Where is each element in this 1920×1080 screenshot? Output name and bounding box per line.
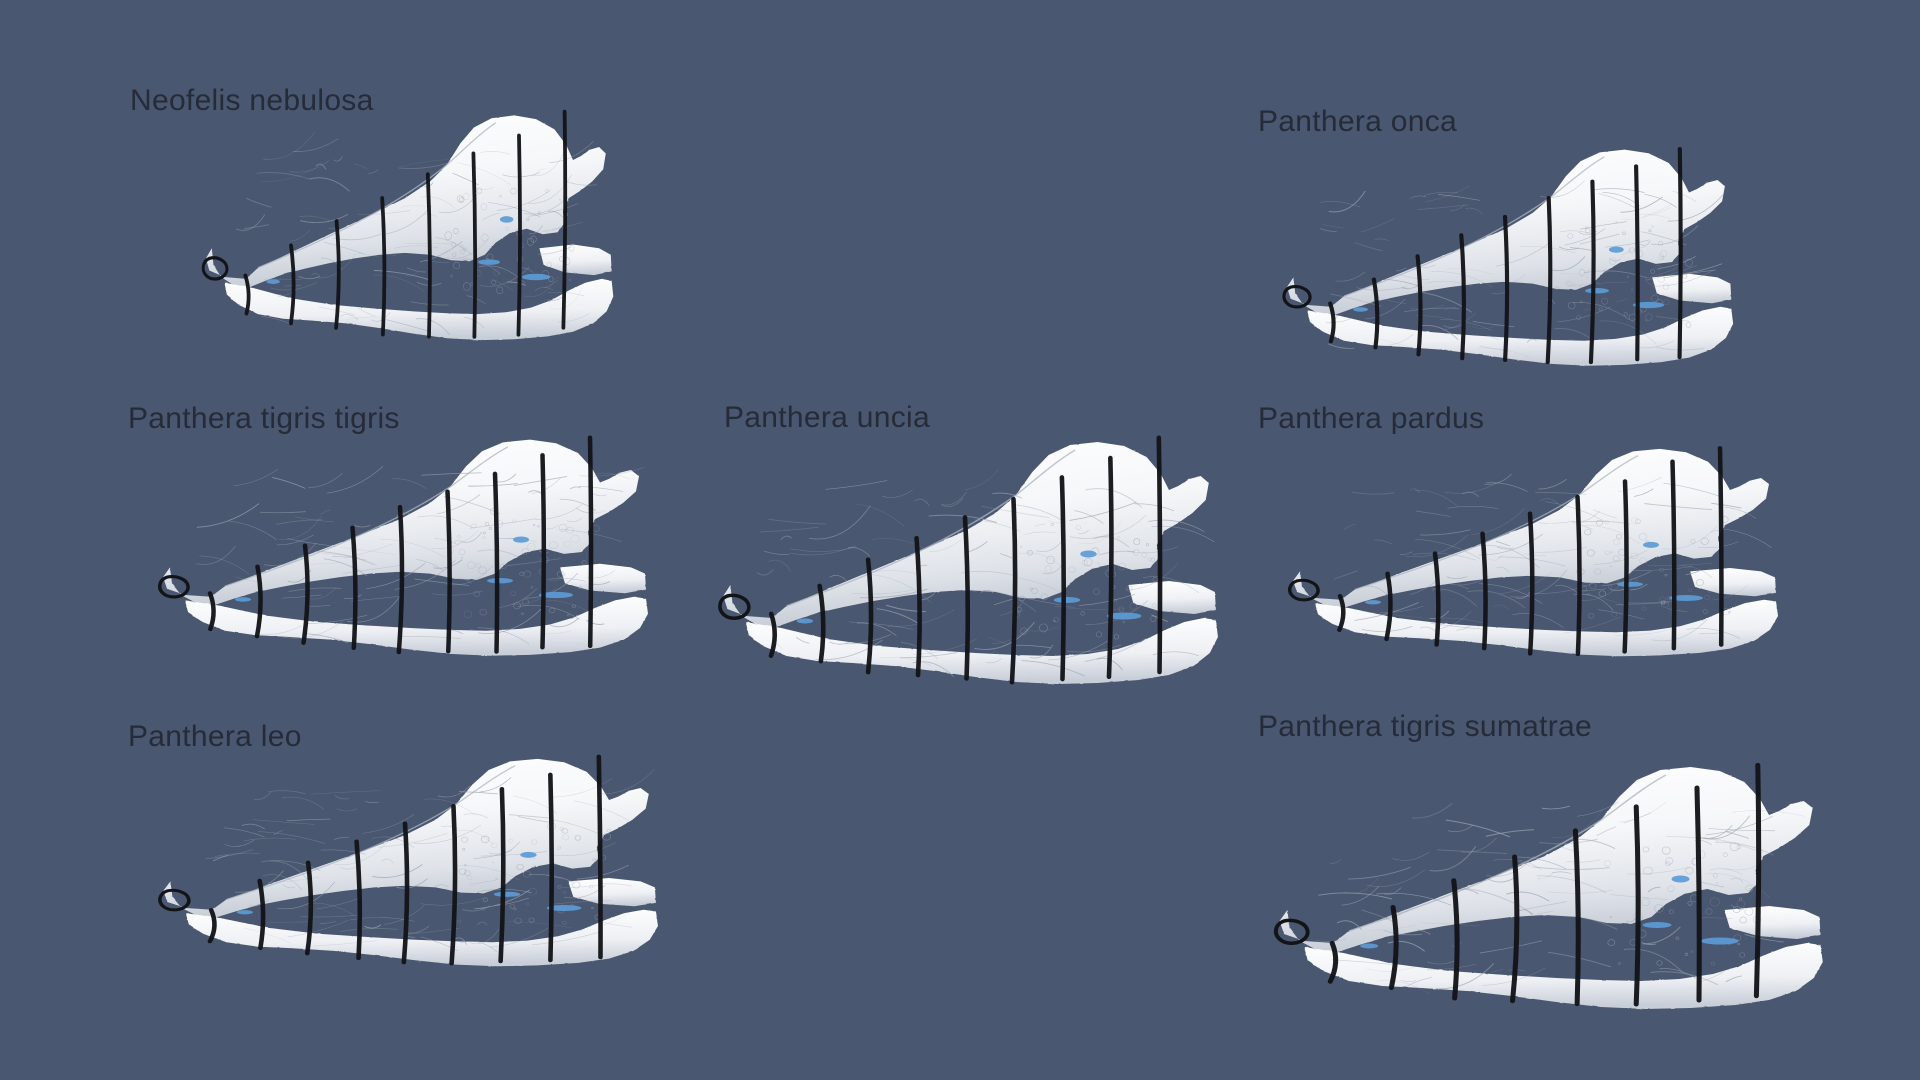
mandible <box>224 278 614 341</box>
mandible <box>1307 306 1734 366</box>
sagittal-crest-ridge <box>1348 774 1667 932</box>
landmark-highlight <box>266 216 551 284</box>
landmark-highlight <box>236 851 582 915</box>
landmark-highlight <box>1360 875 1739 949</box>
sagittal-crest-ridge <box>224 446 509 587</box>
mandible <box>1304 943 1823 1009</box>
sagittal-crest-ridge <box>1343 156 1605 297</box>
cranium <box>205 115 606 288</box>
specimen-label-panthera-leo: Panthera leo <box>128 720 302 753</box>
sagittal-crest-ridge <box>257 122 497 269</box>
zygomatic-arch <box>1652 273 1732 304</box>
transverse-section-lines <box>1337 446 1724 657</box>
zygomatic-arch <box>568 878 656 907</box>
zygomatic-arch <box>1724 906 1821 939</box>
landmark-highlight <box>1353 246 1665 312</box>
anterior-landmark-outline <box>1273 918 1310 945</box>
anterior-landmark-outline <box>158 888 191 912</box>
specimen-label-panthera-pardus: Panthera pardus <box>1258 402 1485 435</box>
specimen-label-panthera-tigris-tigris: Panthera tigris tigris <box>128 402 400 435</box>
mesh-surface-detail <box>1316 801 1805 995</box>
anterior-landmark-outline <box>1282 285 1312 309</box>
specimen-label-panthera-onca: Panthera onca <box>1258 105 1458 138</box>
anterior-landmark-outline <box>158 575 190 599</box>
transverse-section-lines <box>768 435 1163 685</box>
specimen-label-panthera-uncia: Panthera uncia <box>724 401 931 434</box>
mandible <box>1315 599 1778 657</box>
anterior-landmark-outline <box>1288 578 1320 602</box>
mandible <box>745 618 1218 684</box>
skull-mesh-panthera-uncia <box>718 435 1218 685</box>
skull-mesh-panthera-tigris-tigris <box>158 435 648 656</box>
zygomatic-arch <box>539 244 612 276</box>
transverse-section-lines <box>1327 762 1762 1007</box>
zygomatic-arch <box>1690 568 1776 597</box>
skull-mesh-panthera-pardus <box>1288 446 1778 657</box>
transverse-section-lines <box>207 435 594 655</box>
anterior-landmark-outline <box>201 256 229 281</box>
mandible <box>185 909 658 967</box>
zygomatic-arch <box>1128 581 1216 614</box>
anterior-landmark-outline <box>718 593 751 620</box>
landmark-highlight <box>796 550 1142 624</box>
zygomatic-arch <box>560 563 646 594</box>
specimen-label-panthera-tigris-sumatrae: Panthera tigris sumatrae <box>1258 710 1593 743</box>
sagittal-crest-ridge <box>786 449 1076 607</box>
skull-mesh-panthera-leo <box>158 754 658 967</box>
skull-mesh-panthera-onca <box>1282 147 1734 366</box>
specimen-label-neofelis-nebulosa: Neofelis nebulosa <box>130 84 374 117</box>
transverse-section-lines <box>243 109 568 339</box>
sagittal-crest-ridge <box>226 765 516 901</box>
cranium <box>1279 767 1813 952</box>
landmark-highlight <box>235 536 573 602</box>
transverse-section-lines <box>1328 147 1683 365</box>
mesh-surface-detail <box>236 131 597 335</box>
sagittal-crest-ridge <box>1354 455 1639 591</box>
transverse-section-lines <box>207 754 603 966</box>
skull-mesh-panthera-tigris-sumatrae <box>1273 762 1823 1009</box>
landmark-highlight <box>1365 541 1703 605</box>
skull-mesh-neofelis-nebulosa <box>201 109 614 341</box>
mandible <box>185 596 648 656</box>
